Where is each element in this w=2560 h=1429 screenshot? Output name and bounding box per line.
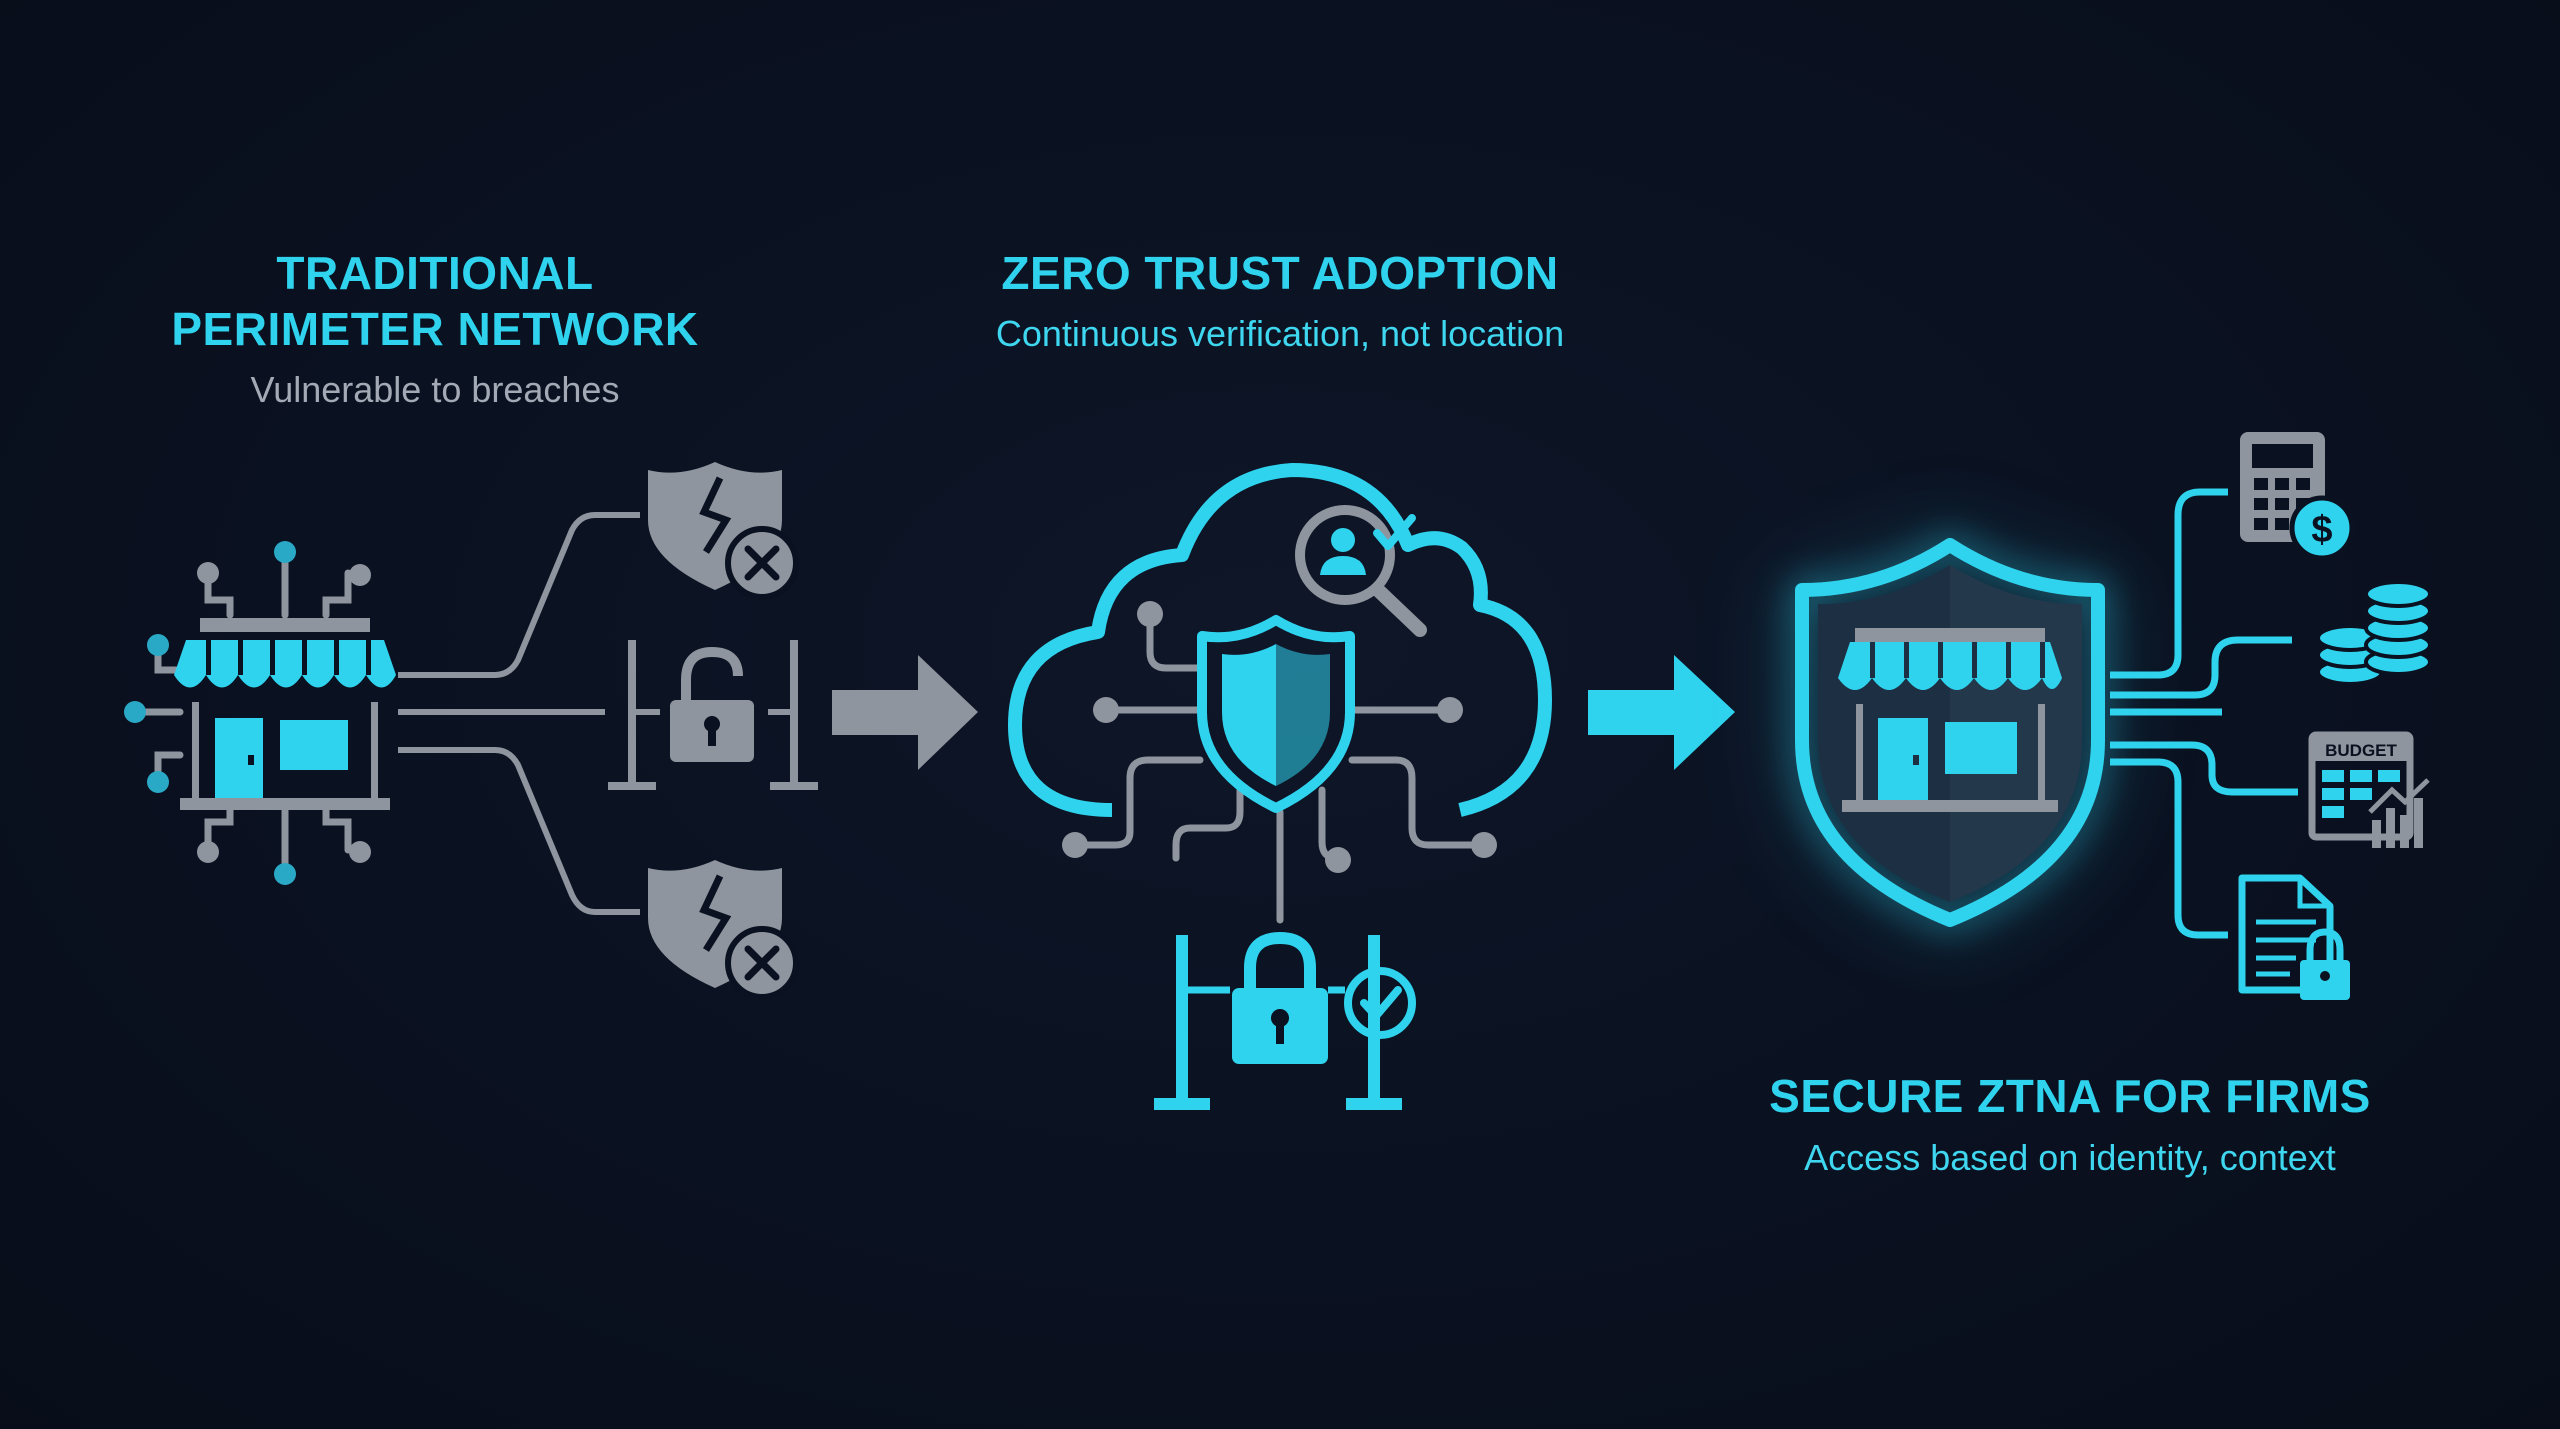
secure-title: SECURE ZTNA FOR FIRMS	[1769, 1070, 2371, 1122]
breached-shield-icon	[648, 462, 799, 600]
budget-sheet-icon: BUDGET	[2308, 731, 2430, 848]
perimeter-store-node	[124, 541, 396, 885]
shield-icon	[1197, 615, 1355, 813]
traditional-title-line1: TRADITIONAL	[276, 247, 594, 299]
calculator-icon: $	[2240, 432, 2355, 561]
traditional-title-line2: PERIMETER NETWORK	[171, 303, 699, 355]
store-icon	[174, 618, 396, 810]
zero-trust-cloud	[1008, 463, 1552, 924]
budget-label: BUDGET	[2325, 741, 2397, 760]
traditional-title: TRADITIONAL PERIMETER NETWORK	[100, 245, 770, 357]
perimeter-connections	[398, 512, 640, 915]
coins-icon	[2316, 580, 2432, 686]
secure-subtitle: Access based on identity, context	[1804, 1137, 2336, 1178]
unlocked-gate-icon	[608, 640, 818, 790]
identity-verify-icon	[1295, 505, 1427, 637]
zero-trust-subtitle: Continuous verification, not location	[995, 313, 1565, 354]
resource-connections	[2110, 488, 2298, 939]
locked-gate-icon	[1154, 931, 1416, 1110]
breached-shield-icon-2	[648, 860, 799, 1000]
secure-store-icon	[1838, 628, 2062, 812]
traditional-subtitle: Vulnerable to breaches	[250, 369, 620, 410]
svg-text:$: $	[2311, 509, 2332, 551]
arrow-right-icon-2	[1588, 655, 1735, 770]
zero-trust-title: ZERO TRUST ADOPTION	[1001, 247, 1559, 299]
secure-shield-icon	[1795, 538, 2105, 927]
arrow-right-icon	[832, 655, 978, 770]
secure-document-icon	[2238, 874, 2350, 1000]
